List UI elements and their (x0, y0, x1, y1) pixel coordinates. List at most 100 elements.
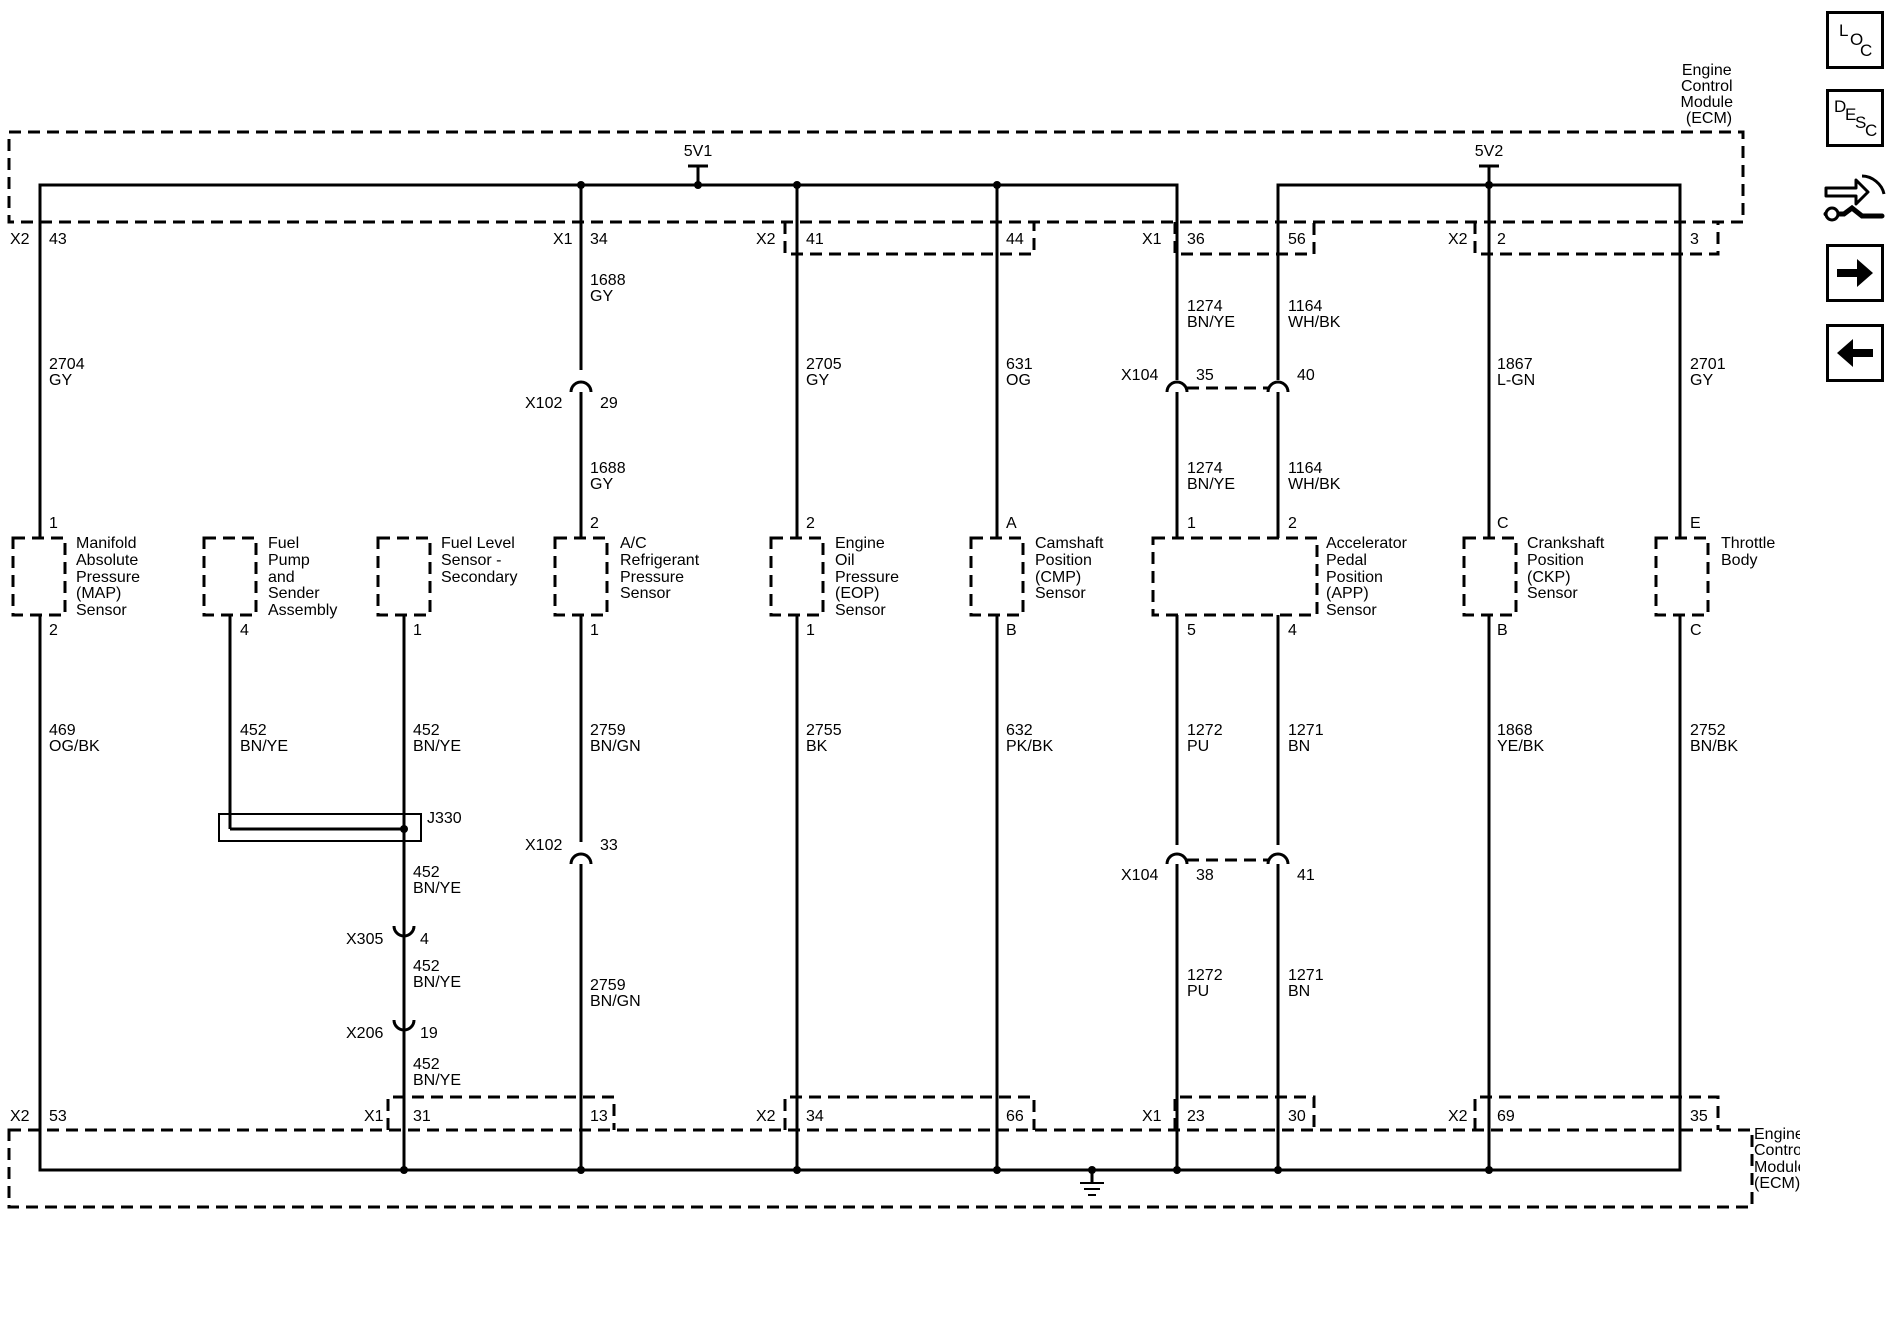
ecm-label-bottom: Engine Control Module (ECM) (1754, 1126, 1800, 1192)
svg-text:D: D (1834, 97, 1846, 116)
bracket-x2-41-44 (783, 222, 1036, 256)
svg-text:34: 34 (806, 1108, 824, 1125)
svg-text:66: 66 (1006, 1108, 1024, 1125)
svg-text:C: C (1690, 622, 1702, 639)
next-arrow-icon (1837, 259, 1873, 287)
svg-text:1: 1 (806, 622, 815, 639)
connector-repair-icon[interactable] (1822, 170, 1888, 230)
svg-text:X2: X2 (756, 1108, 776, 1125)
svg-text:2: 2 (806, 515, 815, 532)
svg-text:X1: X1 (553, 231, 573, 248)
svg-text:41: 41 (1297, 867, 1315, 884)
desc-button[interactable]: D E S C (1826, 89, 1884, 147)
svg-text:36: 36 (1187, 231, 1205, 248)
svg-text:E: E (1690, 515, 1701, 532)
splice-pack-j330 (218, 813, 422, 842)
svg-text:38: 38 (1196, 867, 1214, 884)
5v1-label: 5V1 (684, 143, 713, 160)
svg-text:S: S (1855, 113, 1866, 132)
ecm-label-top: Engine Control Module (ECM) (1681, 62, 1738, 127)
svg-text:X2: X2 (10, 231, 30, 248)
svg-text:2: 2 (49, 622, 58, 639)
circuit-wires (38, 185, 1682, 1170)
next-button[interactable] (1826, 244, 1884, 302)
bracket-x2-69-35 (1473, 1095, 1720, 1130)
svg-text:X2: X2 (756, 231, 776, 248)
svg-text:B: B (1497, 622, 1508, 639)
svg-text:53: 53 (49, 1108, 67, 1125)
svg-text:40: 40 (1297, 367, 1315, 384)
svg-text:69: 69 (1497, 1108, 1515, 1125)
svg-text:A: A (1006, 515, 1017, 532)
svg-text:19: 19 (420, 1025, 438, 1042)
svg-text:2: 2 (1288, 515, 1297, 532)
svg-text:X104: X104 (1121, 867, 1158, 884)
svg-text:1: 1 (49, 515, 58, 532)
bracket-x1-36-56 (1173, 222, 1316, 256)
loc-icon: L O C (1839, 21, 1872, 60)
previous-button[interactable] (1826, 324, 1884, 382)
svg-text:56: 56 (1288, 231, 1306, 248)
svg-text:L: L (1839, 21, 1848, 40)
ecm-bottom-boundary (7, 1128, 1754, 1209)
svg-text:35: 35 (1690, 1108, 1708, 1125)
ground-symbol-icon (1080, 1170, 1104, 1196)
svg-text:C: C (1497, 515, 1509, 532)
svg-text:1: 1 (590, 622, 599, 639)
svg-text:4: 4 (1288, 622, 1297, 639)
svg-text:1: 1 (413, 622, 422, 639)
ecm-top-boundary (7, 130, 1745, 224)
svg-text:X1: X1 (1142, 231, 1162, 248)
svg-text:31: 31 (413, 1108, 431, 1125)
svg-text:4: 4 (240, 622, 249, 639)
bracket-x1-31-13 (386, 1095, 616, 1130)
svg-text:44: 44 (1006, 231, 1024, 248)
svg-text:3: 3 (1690, 231, 1699, 248)
svg-text:X102: X102 (525, 837, 562, 854)
svg-text:2: 2 (590, 515, 599, 532)
svg-text:35: 35 (1196, 367, 1214, 384)
loc-button[interactable]: L O C (1826, 11, 1884, 69)
svg-text:34: 34 (590, 231, 608, 248)
svg-text:X102: X102 (525, 395, 562, 412)
svg-text:C: C (1860, 41, 1872, 60)
inline-connectors (392, 380, 1290, 1032)
svg-text:5: 5 (1187, 622, 1196, 639)
svg-text:O: O (1850, 30, 1863, 49)
